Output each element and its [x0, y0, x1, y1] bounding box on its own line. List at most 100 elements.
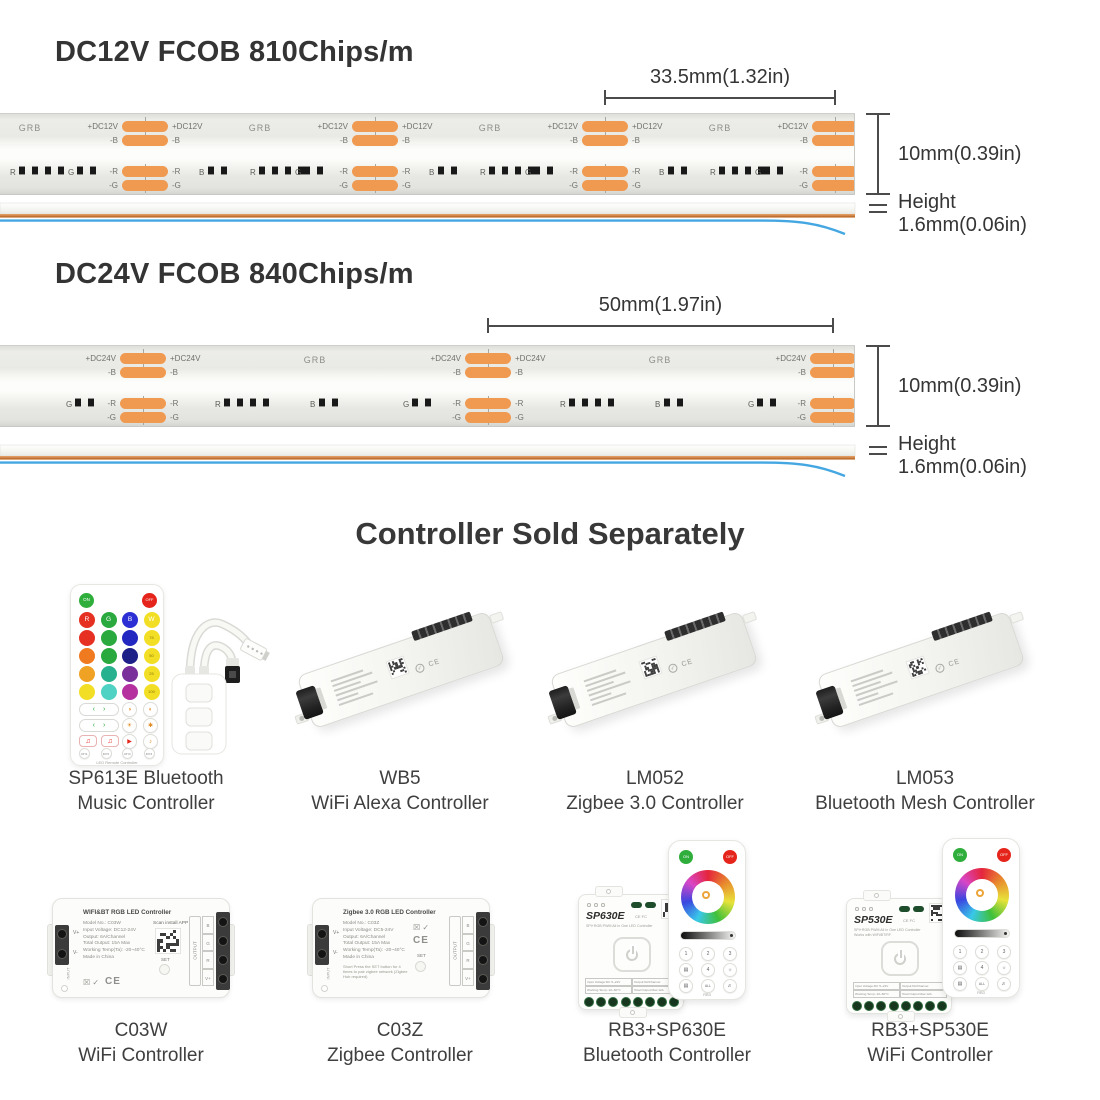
- output-terminal-block: [216, 912, 230, 990]
- side-copper-highlight: [0, 456, 855, 458]
- color-key: 50: [143, 648, 160, 664]
- qr-pixel: [933, 918, 936, 921]
- qr-pixel: [931, 911, 934, 915]
- indicator-dot: [855, 907, 859, 911]
- cut-line: [488, 396, 489, 425]
- qr-pixel: [163, 939, 167, 943]
- cut-line: [143, 396, 144, 425]
- chip-group-label: B: [659, 168, 665, 177]
- subtitle-label: SPI+RGB PWM All In One LED Controller: [854, 928, 921, 932]
- pad-label: -R: [170, 399, 179, 408]
- led-chip: [317, 166, 323, 175]
- indicator-dot: [594, 903, 598, 907]
- qr-pixel: [933, 905, 936, 908]
- qr-pixel: [937, 911, 941, 915]
- qr-pixel: [169, 942, 173, 946]
- lm052-figure: ✓CE: [547, 580, 763, 765]
- spec-cell: Output:6A/Channel: [900, 982, 947, 990]
- qr-pixel: [931, 907, 934, 910]
- solder-pad: [582, 135, 628, 146]
- led-chip: [259, 166, 265, 175]
- caption-line1: LM053: [895, 768, 955, 789]
- qr-pixel: [657, 670, 661, 673]
- qr-pixel: [163, 948, 167, 952]
- diy-key: DIY4: [143, 748, 155, 759]
- output-terminal: [937, 1001, 948, 1011]
- qr-pixel: [935, 918, 938, 921]
- mount-hole: [898, 1014, 903, 1019]
- solder-pad: [582, 180, 628, 191]
- solder-pad: [810, 412, 854, 423]
- pad-label: +DC12V: [632, 122, 663, 131]
- qr-pixel: [933, 907, 936, 910]
- led-chip: [412, 398, 418, 407]
- solder-pad: [810, 353, 854, 364]
- led-chip: [515, 166, 521, 175]
- qr-pixel: [175, 933, 179, 937]
- led-chip: [528, 166, 534, 175]
- led-chip: [764, 166, 770, 175]
- pad-label: -R: [109, 167, 118, 176]
- led-chip: [595, 398, 601, 407]
- pad-label: -G: [339, 181, 348, 190]
- qr-pixel: [937, 905, 941, 908]
- pad-label: +DC12V: [777, 122, 808, 131]
- output-pin-cell: G: [202, 933, 214, 951]
- qr-pixel: [157, 948, 161, 952]
- strip24-height-value: 1.6mm(0.06in): [898, 456, 1027, 478]
- led-chip: [732, 166, 738, 175]
- led-chip: [664, 398, 670, 407]
- color-key: [122, 648, 138, 664]
- output-label: OUTPUT: [452, 941, 458, 960]
- compliance-icons: ☒ ✓: [413, 923, 430, 932]
- terminal-screw: [57, 929, 67, 939]
- caption-line2: Bluetooth Controller: [583, 1045, 751, 1066]
- qr-pixel: [163, 945, 167, 949]
- solder-pad: [465, 353, 511, 364]
- qr-pixel: [940, 918, 943, 921]
- qr-pixel: [157, 939, 161, 943]
- strip12-width-label: 10mm(0.39in): [898, 143, 1022, 165]
- remote-model-label: RB3: [977, 990, 985, 995]
- dimension-tick: [832, 318, 834, 333]
- pad-label: -G: [109, 181, 118, 190]
- terminal-strip: [664, 611, 726, 642]
- solder-pad: [810, 398, 854, 409]
- mount-hole: [630, 1010, 635, 1015]
- qr-pixel: [172, 945, 176, 949]
- solder-pad: [352, 121, 398, 132]
- spec-line: Model No.: C03Z: [343, 921, 380, 926]
- qr-pixel: [157, 936, 161, 940]
- pad-label: -G: [452, 413, 461, 422]
- qr-pixel: [175, 936, 179, 940]
- led-chip: [719, 166, 725, 175]
- led-chip: [438, 166, 444, 175]
- color-key: R: [79, 612, 95, 628]
- chip-group-label: B: [199, 168, 205, 177]
- pad-label: -G: [515, 413, 524, 422]
- qr-pixel: [933, 909, 936, 912]
- output-column: OUTPUT: [449, 916, 461, 986]
- output-pin-cell: B: [462, 916, 474, 934]
- cut-line: [605, 164, 606, 193]
- spec-line: Input Voltage: DC12-24V: [83, 927, 137, 933]
- qr-pixel: [175, 948, 179, 952]
- qr-pixel: [172, 933, 176, 937]
- caption-line1: C03W: [114, 1020, 168, 1041]
- led-chip: [75, 398, 81, 407]
- led-chip: [77, 166, 83, 175]
- remote-key: 1: [679, 947, 693, 961]
- strip24-title: DC24V FCOB 840Chips/m: [55, 258, 414, 290]
- terminal-screw: [218, 917, 228, 927]
- output-terminal: [645, 997, 655, 1007]
- qr-pixel: [931, 905, 934, 908]
- music-key: ♫: [101, 735, 119, 747]
- color-wheel: [681, 870, 735, 924]
- qr-pixel: [172, 930, 176, 934]
- led-chip: [90, 166, 96, 175]
- qr-code: [905, 655, 930, 680]
- vminus-label: V-: [333, 950, 338, 956]
- chip-group-label: G: [403, 400, 410, 409]
- pad-label: -B: [172, 136, 180, 145]
